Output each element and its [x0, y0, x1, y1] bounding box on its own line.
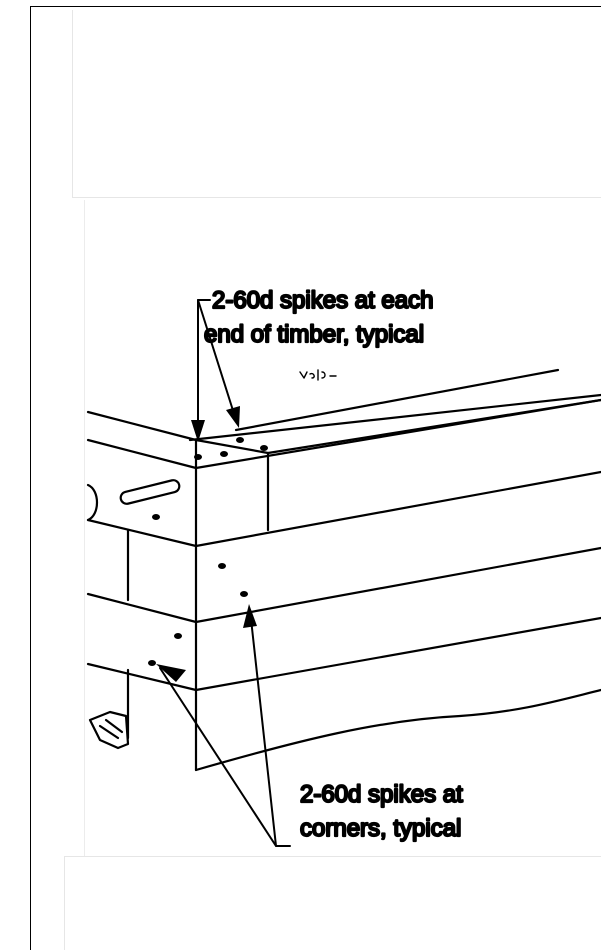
callout-bottom-line2: corners, typical [300, 815, 461, 842]
page-frame [30, 6, 601, 950]
blank-panel-bottom [64, 856, 601, 950]
timber-top-face [86, 368, 601, 455]
callout-top-line2: end of timber, typical [204, 321, 424, 348]
timber-front-faces [194, 398, 601, 772]
timber-corner-edges [126, 438, 270, 772]
handwritten-mark [299, 369, 337, 381]
blank-panel-top [72, 10, 601, 198]
drawing-area [84, 200, 601, 856]
timber-left-end [86, 438, 198, 750]
spike-heads [148, 437, 268, 666]
callout-leaders [159, 299, 291, 847]
callout-top-line1: 2-60d spikes at each [212, 287, 433, 314]
callout-bottom-line1: 2-60d spikes at [300, 781, 463, 808]
arrowheads [156, 406, 257, 682]
